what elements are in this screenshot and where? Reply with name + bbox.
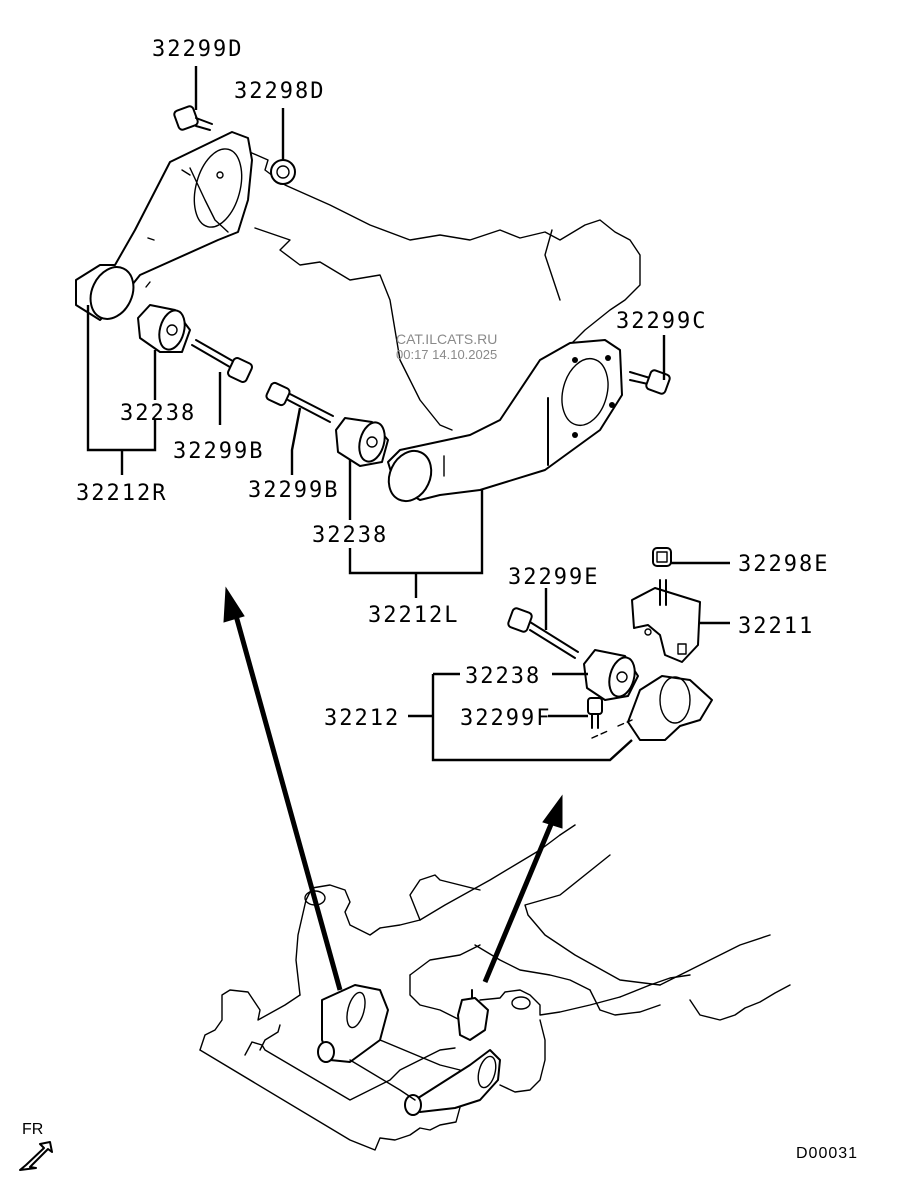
mount-arm-32212L <box>387 339 623 503</box>
watermark-site: CAT.ILCATS.RU <box>396 331 497 347</box>
front-direction-indicator: FR <box>19 1121 53 1171</box>
label-32212[interactable]: 32212 <box>324 706 400 731</box>
bushing-32238-right <box>583 649 639 701</box>
bushing-32238-mid <box>335 417 389 467</box>
label-32238-mid[interactable]: 32238 <box>312 523 388 548</box>
leader-lines <box>86 66 730 762</box>
bolt-32299B-mid <box>265 381 334 423</box>
arrowhead-rear <box>223 586 245 623</box>
mount-32212 <box>591 675 713 741</box>
part-labels: 32299D 32298D 32299C 32238 32299B 32212R… <box>76 37 829 731</box>
label-32299F[interactable]: 32299F <box>460 706 551 731</box>
bushing-32238-left <box>137 304 191 353</box>
differential-housing-outline <box>244 149 641 431</box>
bolt-32299D <box>173 105 213 131</box>
vehicle-subframe-overview <box>199 824 791 1151</box>
arrowhead-front <box>542 794 563 829</box>
label-32298D[interactable]: 32298D <box>234 79 325 104</box>
label-32299C[interactable]: 32299C <box>616 309 707 334</box>
label-32298E[interactable]: 32298E <box>738 552 829 577</box>
arrow-to-rear-mounts <box>232 611 343 991</box>
mount-arm-32212R <box>75 131 253 321</box>
arrow-to-front-mount <box>482 821 555 983</box>
bracket-32211 <box>631 579 701 663</box>
label-32299B-left[interactable]: 32299B <box>173 439 264 464</box>
bolt-32299E <box>507 607 579 659</box>
front-direction-arrow-icon <box>19 1141 53 1171</box>
nut-32298D <box>270 159 296 185</box>
label-32299B-mid[interactable]: 32299B <box>248 478 339 503</box>
label-32238-left[interactable]: 32238 <box>120 401 196 426</box>
label-32299E[interactable]: 32299E <box>508 565 599 590</box>
fr-label: FR <box>22 1121 43 1138</box>
nut-32298E <box>652 547 672 567</box>
bolt-32299B-left <box>191 339 253 383</box>
label-32212L[interactable]: 32212L <box>368 603 459 628</box>
bolt-32299F <box>587 697 603 729</box>
pointer-arrows <box>223 586 563 991</box>
label-32212R[interactable]: 32212R <box>76 481 167 506</box>
label-32238-right[interactable]: 32238 <box>465 664 541 689</box>
watermark: CAT.ILCATS.RU 00:17 14.10.2025 <box>396 331 497 362</box>
drawing-code: D00031 <box>796 1145 858 1162</box>
label-32299D[interactable]: 32299D <box>152 37 243 62</box>
label-32211[interactable]: 32211 <box>738 614 814 639</box>
watermark-timestamp: 00:17 14.10.2025 <box>396 347 497 362</box>
